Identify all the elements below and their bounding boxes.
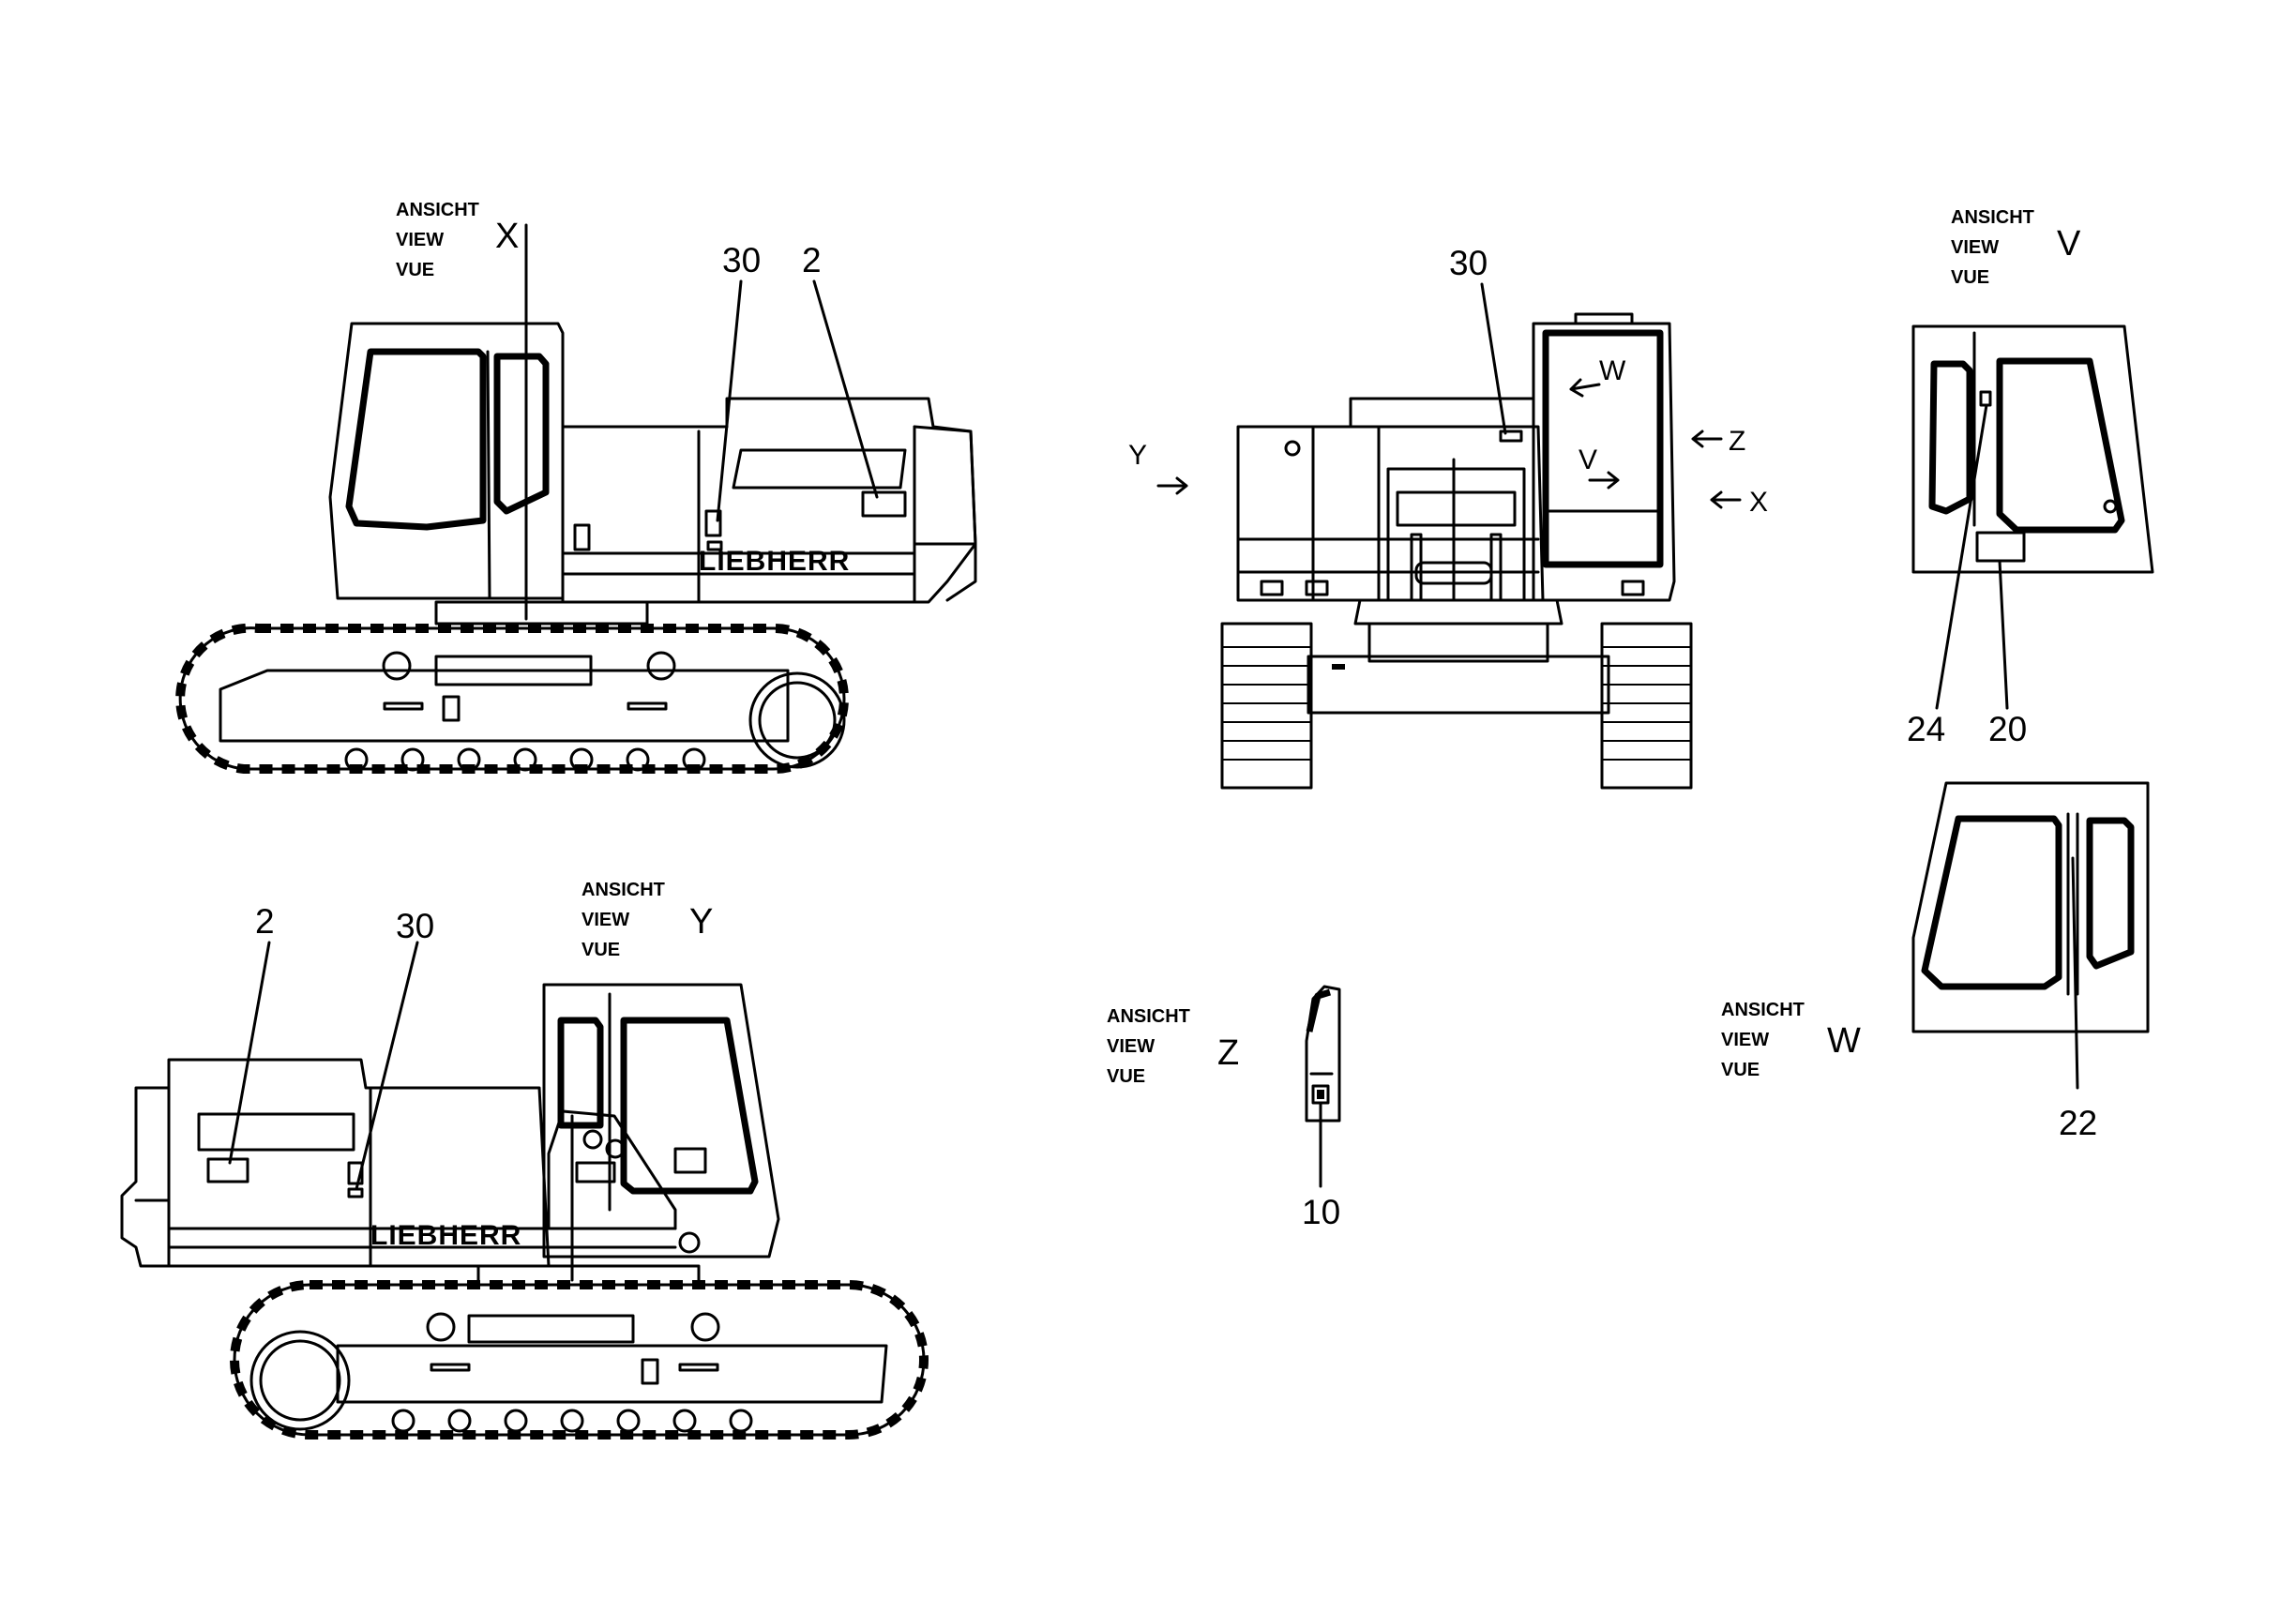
- idler-wheel: [748, 671, 846, 769]
- sprocket-wheel: [249, 1330, 351, 1431]
- decal-2-top: [861, 490, 907, 518]
- cab-w-door-window: [2086, 817, 2135, 970]
- caption-ansicht: ANSICHT: [1721, 1000, 1805, 1020]
- detail-view-z: ANSICHT VIEW VUE Z 10: [1107, 985, 1341, 1231]
- cab-door-window: [493, 353, 550, 515]
- arrow-label-v: V: [1578, 445, 1597, 475]
- callout-20: 20: [1988, 710, 2027, 748]
- cab-y-main-window: [620, 1017, 759, 1195]
- callout-2: 2: [255, 902, 275, 941]
- caption-view: VIEW: [582, 910, 629, 930]
- track-chain-y: [230, 1280, 929, 1440]
- front-cab-window: [1542, 329, 1664, 568]
- callout-10: 10: [1302, 1193, 1340, 1231]
- front-view: 30 Y: [1128, 244, 1768, 790]
- rollers-bottom: [391, 1409, 753, 1433]
- side-view-x: ANSICHT VIEW VUE X LIEBHERR: [175, 200, 977, 774]
- arrow-y-icon: [1156, 476, 1188, 495]
- callout-2: 2: [802, 241, 822, 279]
- view-letter-x: X: [495, 217, 519, 256]
- cab-y-door-window: [557, 1017, 604, 1129]
- callout-24: 24: [1907, 710, 1945, 748]
- caption-view: VIEW: [1721, 1030, 1769, 1050]
- caption-view: VIEW: [1951, 237, 1999, 258]
- right-track: [1600, 622, 1693, 790]
- caption-view: VIEW: [396, 230, 444, 250]
- caption-ansicht: ANSICHT: [1107, 1006, 1190, 1027]
- caption-ansicht: ANSICHT: [1951, 207, 2034, 228]
- brand-lettering: LIEBHERR: [370, 1220, 521, 1251]
- front-body: [1236, 425, 1545, 602]
- caption-vue: VUE: [1721, 1060, 1760, 1080]
- arrow-label-w: W: [1599, 355, 1626, 386]
- caption-vue: VUE: [1107, 1066, 1145, 1087]
- cab-view-v: ANSICHT VIEW VUE V 24 20: [1907, 207, 2154, 748]
- front-cab: [1532, 322, 1676, 602]
- cab-w-outline: [1911, 781, 2150, 1033]
- caption-ansicht: ANSICHT: [396, 200, 479, 220]
- track-frame-y: [336, 1344, 888, 1404]
- callout-30: 30: [1449, 244, 1488, 282]
- view-letter-w: W: [1827, 1021, 1861, 1061]
- engine-hood-panel: [732, 448, 907, 490]
- callout-22: 22: [2059, 1104, 2097, 1142]
- arrow-w-icon: [1569, 378, 1601, 398]
- cab-outline: [328, 322, 565, 600]
- caption-vue: VUE: [396, 260, 434, 280]
- arrow-label-z: Z: [1729, 426, 1745, 457]
- brand-lettering: LIEBHERR: [699, 546, 850, 577]
- view-letter-z: Z: [1217, 1033, 1239, 1073]
- callout-30: 30: [396, 907, 434, 945]
- cab-front-window: [345, 348, 487, 531]
- caption-view: VIEW: [1107, 1036, 1155, 1057]
- view-letter-v: V: [2057, 224, 2081, 264]
- view-letter-y: Y: [689, 902, 713, 942]
- caption-vue: VUE: [582, 940, 620, 960]
- left-track: [1220, 622, 1313, 790]
- cab-v-outline: [1911, 324, 2154, 574]
- arrow-x-icon: [1710, 490, 1742, 509]
- caption-ansicht: ANSICHT: [582, 880, 665, 900]
- arrow-label-x: X: [1749, 487, 1768, 518]
- rollers-top: [344, 747, 706, 772]
- console-panel: [547, 1109, 677, 1230]
- arrow-label-y: Y: [1128, 440, 1147, 471]
- cab-view-w: ANSICHT VIEW VUE W 22: [1721, 781, 2150, 1142]
- track-chain: [175, 623, 849, 774]
- arrow-z-icon: [1691, 430, 1723, 448]
- track-frame: [219, 669, 790, 743]
- decal-20: [1975, 531, 2026, 563]
- decal-30-bottom: [347, 1187, 364, 1198]
- arrow-v-icon: [1588, 471, 1620, 490]
- callout-30: 30: [722, 241, 761, 279]
- cab-v-main-window: [1996, 357, 2125, 534]
- side-view-y: ANSICHT VIEW VUE Y LIEBHERR: [120, 880, 929, 1440]
- cab-w-main-window: [1921, 815, 2062, 990]
- cab-y-outline: [542, 983, 780, 1259]
- caption-vue: VUE: [1951, 267, 1989, 288]
- decal-30-top: [706, 540, 723, 551]
- cab-v-door-window: [1928, 360, 1973, 515]
- track-outer: [178, 626, 846, 771]
- decal-30-front: [1499, 430, 1523, 443]
- decal-2-bottom: [206, 1157, 249, 1183]
- z-bracket: [1305, 985, 1341, 1123]
